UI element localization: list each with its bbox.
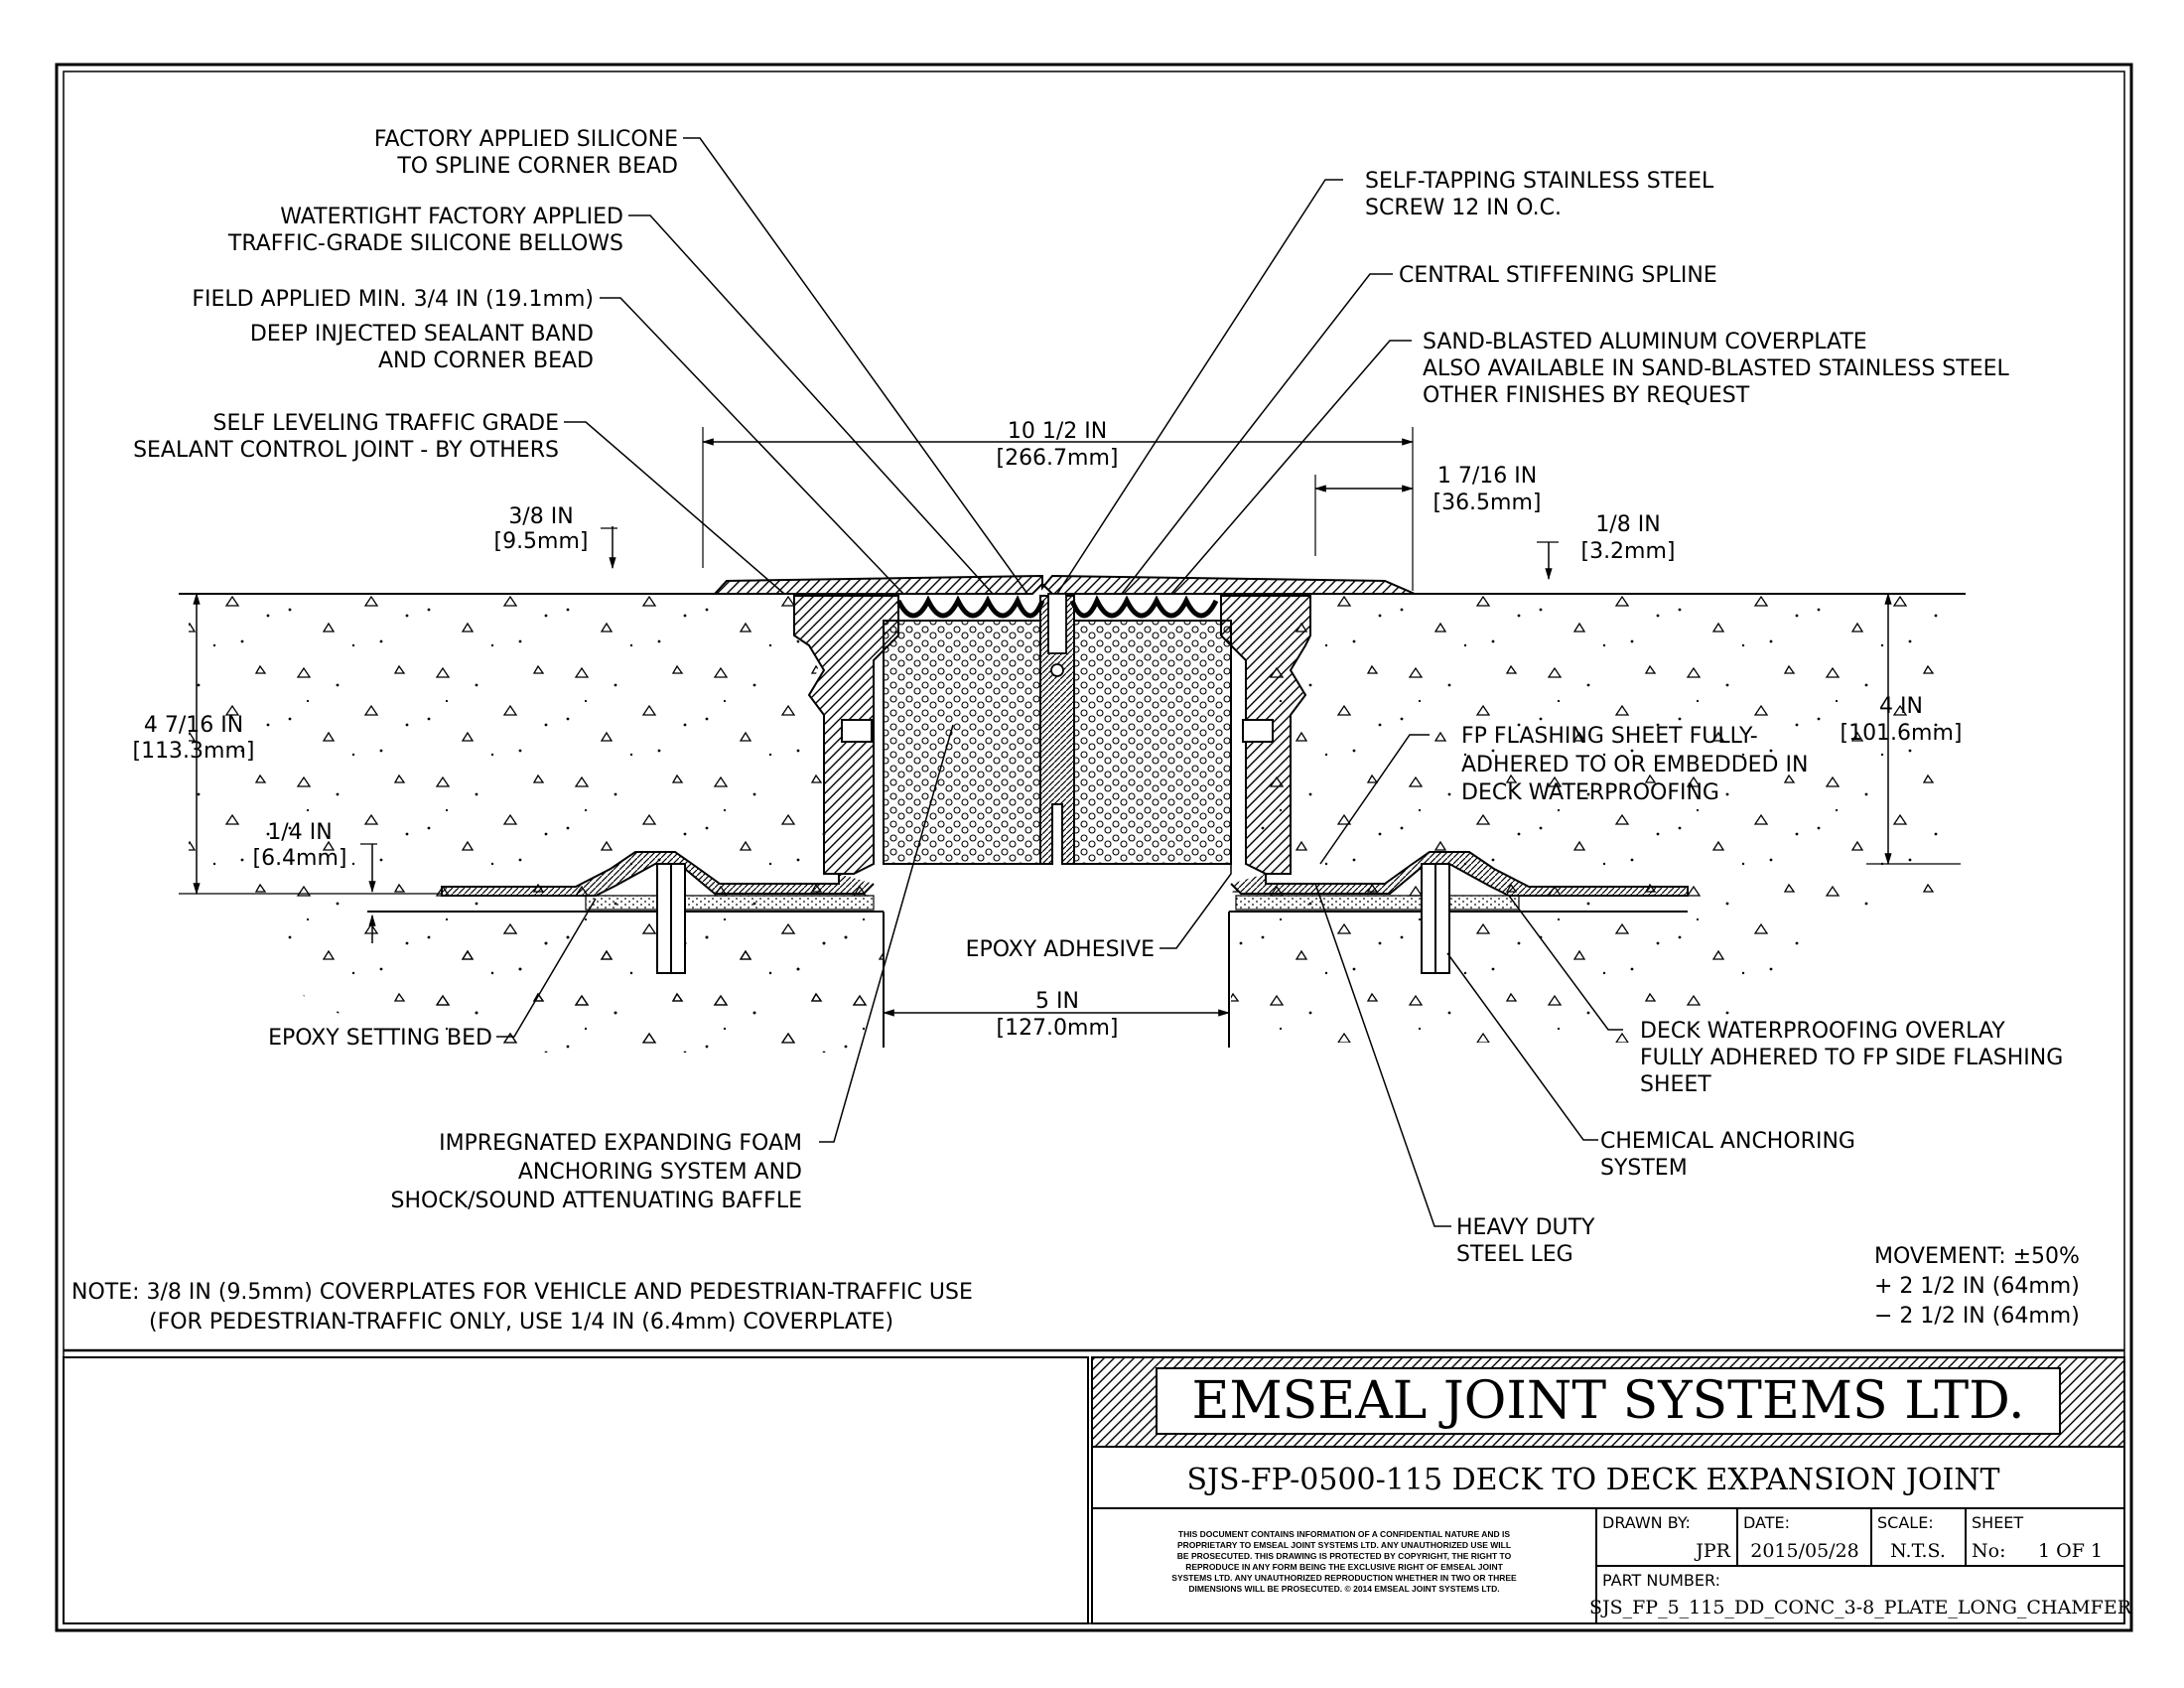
date: 2015/05/28 <box>1750 1540 1859 1562</box>
svg-text:TRAFFIC-GRADE SILICONE BELLOWS: TRAFFIC-GRADE SILICONE BELLOWS <box>227 231 623 256</box>
svg-text:No:: No: <box>1972 1540 2005 1562</box>
right-concrete-deck <box>1231 594 1946 1043</box>
svg-text:SHEET: SHEET <box>1972 1513 2023 1532</box>
svg-text:PROPRIETARY TO EMSEAL JOINT SY: PROPRIETARY TO EMSEAL JOINT SYSTEMS LTD.… <box>1177 1540 1511 1550</box>
svg-text:MOVEMENT: ±50%: MOVEMENT: ±50% <box>1874 1244 2080 1269</box>
svg-text:THIS DOCUMENT CONTAINS INFORMA: THIS DOCUMENT CONTAINS INFORMATION OF A … <box>1178 1529 1510 1539</box>
left-foam-block <box>883 620 1041 865</box>
svg-text:ADHERED TO OR EMBEDDED IN: ADHERED TO OR EMBEDDED IN <box>1461 753 1808 777</box>
svg-text:[101.6mm]: [101.6mm] <box>1840 721 1962 746</box>
label-steel-leg: HEAVY DUTY <box>1456 1215 1595 1240</box>
svg-text:FULLY ADHERED TO FP SIDE FLASH: FULLY ADHERED TO FP SIDE FLASHING <box>1640 1046 2063 1070</box>
coverplate <box>712 574 1416 595</box>
drawn-by: JPR <box>1694 1540 1730 1562</box>
joint-section <box>179 137 1966 1227</box>
left-setting-bed <box>585 895 875 911</box>
leader-lines <box>496 137 1623 1227</box>
label-control-joint: SELF LEVELING TRAFFIC GRADE <box>213 411 560 436</box>
svg-text:BE PROSECUTED. THIS DRAWING IS: BE PROSECUTED. THIS DRAWING IS PROTECTED… <box>1177 1551 1512 1561</box>
svg-text:OTHER FINISHES BY REQUEST: OTHER FINISHES BY REQUEST <box>1423 383 1750 408</box>
svg-text:AND CORNER BEAD: AND CORNER BEAD <box>378 349 594 373</box>
svg-text:SCREW 12 IN O.C.: SCREW 12 IN O.C. <box>1365 196 1562 220</box>
left-flashing <box>441 851 875 897</box>
svg-text:PART NUMBER:: PART NUMBER: <box>1602 1571 1720 1590</box>
svg-text:REPRODUCE IN ANY FORM BEING TH: REPRODUCE IN ANY FORM BEING THE EXCLUSIV… <box>1185 1562 1503 1572</box>
label-flashing: FP FLASHING SHEET FULLY- <box>1461 724 1758 749</box>
svg-text:DRAWN BY:: DRAWN BY: <box>1602 1513 1691 1532</box>
central-spline <box>1039 595 1075 865</box>
svg-text:DEEP INJECTED SEALANT BAND: DEEP INJECTED SEALANT BAND <box>250 322 594 347</box>
part-number: SJS_FP_5_115_DD_CONC_3-8_PLATE_LONG_CHAM… <box>1589 1597 2132 1618</box>
label-chem-anchor: CHEMICAL ANCHORING <box>1600 1129 1855 1154</box>
svg-text:(FOR PEDESTRIAN-TRAFFIC ONLY,: (FOR PEDESTRIAN-TRAFFIC ONLY, USE 1/4 IN… <box>149 1310 893 1335</box>
svg-text:ALSO AVAILABLE IN SAND-BLASTED: ALSO AVAILABLE IN SAND-BLASTED STAINLESS… <box>1423 356 2009 381</box>
svg-text:[36.5mm]: [36.5mm] <box>1433 491 1541 515</box>
dim-plate: 3/8 IN <box>508 504 573 529</box>
svg-text:SHOCK/SOUND ATTENUATING BAFFLE: SHOCK/SOUND ATTENUATING BAFFLE <box>391 1189 802 1213</box>
svg-text:[3.2mm]: [3.2mm] <box>1580 539 1675 564</box>
scale: N.T.S. <box>1890 1540 1946 1562</box>
label-epoxy-adhesive: EPOXY ADHESIVE <box>966 937 1155 962</box>
callouts: FACTORY APPLIED SILICONE TO SPLINE CORNE… <box>133 127 2063 1267</box>
label-overlay: DECK WATERPROOFING OVERLAY <box>1640 1019 2005 1044</box>
sheet: 1 OF 1 <box>2038 1540 2103 1562</box>
label-bellows: WATERTIGHT FACTORY APPLIED <box>280 205 623 229</box>
svg-text:STEEL LEG: STEEL LEG <box>1456 1242 1573 1267</box>
right-bellows <box>1069 595 1219 619</box>
company-name: EMSEAL JOINT SYSTEMS LTD. <box>1191 1371 2024 1431</box>
svg-text:DATE:: DATE: <box>1743 1513 1790 1532</box>
svg-text:SHEET: SHEET <box>1640 1072 1711 1097</box>
dim-chamfer: 1/8 IN <box>1595 512 1660 537</box>
svg-text:DIMENSIONS WILL BE PROSECUTED.: DIMENSIONS WILL BE PROSECUTED. © 2014 EM… <box>1188 1584 1499 1594</box>
dim-gap: 5 IN <box>1035 989 1079 1014</box>
label-silicone-corner-bead: FACTORY APPLIED SILICONE <box>374 127 678 152</box>
label-sealant-band: FIELD APPLIED MIN. 3/4 IN (19.1mm) <box>192 287 594 312</box>
svg-text:SCALE:: SCALE: <box>1877 1513 1934 1532</box>
left-bellows <box>895 595 1045 619</box>
svg-text:NOTE: 3/8 IN (9.5mm) COVERPLAT: NOTE: 3/8 IN (9.5mm) COVERPLATES FOR VEH… <box>71 1280 973 1305</box>
label-screw: SELF-TAPPING STAINLESS STEEL <box>1365 169 1714 194</box>
svg-text:+ 2 1/2 IN (64mm): + 2 1/2 IN (64mm) <box>1874 1274 2080 1299</box>
right-bolt <box>1242 719 1274 743</box>
dim-bed: 1/4 IN <box>267 820 332 845</box>
label-epoxy-bed: EPOXY SETTING BED <box>268 1026 492 1051</box>
dim-width: 10 1/2 IN <box>1008 419 1107 444</box>
spline-screw <box>1047 593 1067 654</box>
right-flashing <box>1230 851 1689 897</box>
svg-text:SYSTEMS LTD. ANY UNAUTHORIZED: SYSTEMS LTD. ANY UNAUTHORIZED REPRODUCTI… <box>1171 1573 1517 1583</box>
title-block: EMSEAL JOINT SYSTEMS LTD. SJS-FP-0500-11… <box>63 1348 2132 1624</box>
svg-text:SYSTEM: SYSTEM <box>1600 1156 1688 1181</box>
movement-spec: MOVEMENT: ±50% + 2 1/2 IN (64mm) − 2 1/2… <box>1874 1244 2080 1329</box>
drawing-title: SJS-FP-0500-115 DECK TO DECK EXPANSION J… <box>1186 1463 1999 1497</box>
right-foam-block <box>1073 620 1232 865</box>
left-bolt <box>841 719 873 743</box>
disclaimer: THIS DOCUMENT CONTAINS INFORMATION OF A … <box>1171 1529 1517 1594</box>
svg-text:[113.3mm]: [113.3mm] <box>132 739 254 764</box>
svg-text:TO SPLINE CORNER BEAD: TO SPLINE CORNER BEAD <box>396 154 678 179</box>
label-foam: IMPREGNATED EXPANDING FOAM <box>439 1131 802 1156</box>
svg-text:[127.0mm]: [127.0mm] <box>996 1016 1118 1041</box>
svg-text:[266.7mm]: [266.7mm] <box>996 446 1118 471</box>
dim-edge: 1 7/16 IN <box>1437 464 1537 489</box>
label-coverplate: SAND-BLASTED ALUMINUM COVERPLATE <box>1423 330 1867 354</box>
left-concrete-deck <box>189 594 884 1053</box>
label-spline: CENTRAL STIFFENING SPLINE <box>1399 263 1717 288</box>
svg-text:DECK WATERPROOFING: DECK WATERPROOFING <box>1461 780 1719 805</box>
dim-left-depth: 4 7/16 IN <box>144 713 243 738</box>
svg-text:− 2 1/2 IN (64mm): − 2 1/2 IN (64mm) <box>1874 1304 2080 1329</box>
svg-text:ANCHORING SYSTEM AND: ANCHORING SYSTEM AND <box>518 1160 802 1185</box>
svg-text:SEALANT CONTROL JOINT - BY OTH: SEALANT CONTROL JOINT - BY OTHERS <box>133 438 559 463</box>
note: NOTE: 3/8 IN (9.5mm) COVERPLATES FOR VEH… <box>71 1280 973 1335</box>
dimension-labels: 10 1/2 IN [266.7mm] 1 7/16 IN [36.5mm] 3… <box>132 419 1962 1041</box>
svg-text:[9.5mm]: [9.5mm] <box>493 529 588 554</box>
dim-right-depth: 4 IN <box>1879 694 1923 719</box>
right-setting-bed <box>1235 895 1520 911</box>
svg-text:[6.4mm]: [6.4mm] <box>252 846 346 871</box>
